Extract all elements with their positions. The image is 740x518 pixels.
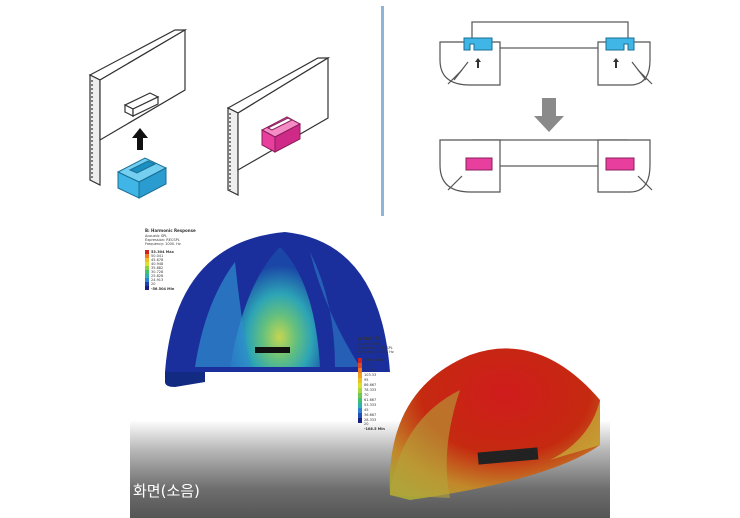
svg-text:-108.5 Min: -108.5 Min — [364, 427, 385, 431]
svg-text:53.333: 53.333 — [364, 403, 376, 407]
panel-with-slot — [88, 28, 188, 186]
svg-text:Expression: RECSPL: Expression: RECSPL — [145, 238, 180, 242]
svg-text:35.882: 35.882 — [151, 266, 163, 270]
svg-text:40.948: 40.948 — [151, 262, 163, 266]
svg-text:45: 45 — [364, 408, 368, 412]
panel-with-clip — [226, 56, 331, 196]
cyan-clip-icon — [116, 157, 168, 199]
svg-text:20: 20 — [151, 282, 155, 286]
caption-text: 화면(소음) — [133, 482, 200, 500]
svg-text:24.913: 24.913 — [151, 278, 163, 282]
svg-text:53.304 Max: 53.304 Max — [151, 250, 175, 254]
up-arrow-icon — [132, 128, 148, 150]
svg-text:20: 20 — [364, 422, 368, 426]
cross-section-diagram — [439, 21, 653, 193]
svg-text:45.678: 45.678 — [151, 258, 163, 262]
svg-text:28.333: 28.333 — [364, 418, 376, 422]
small-down-arrow-icon — [475, 58, 619, 68]
svg-text:Frequency: 1000. Hz: Frequency: 1000. Hz — [358, 350, 394, 354]
svg-text:103.33: 103.33 — [364, 373, 376, 377]
svg-text:111.67: 111.67 — [364, 368, 376, 372]
svg-text:Acoustic SPL: Acoustic SPL — [358, 342, 380, 346]
speaker-array-b — [477, 447, 539, 465]
svg-text:120: 120 — [364, 363, 371, 367]
svg-text:30.728: 30.728 — [151, 270, 163, 274]
legend-b: A: Ref. 75 Acoustic SPL Expression: RECS… — [358, 336, 394, 431]
svg-text:86.667: 86.667 — [364, 383, 376, 387]
acoustic-simulation-b: A: Ref. 75 Acoustic SPL Expression: RECS… — [358, 336, 600, 500]
magenta-clip-icon — [260, 116, 302, 153]
svg-text:50.041: 50.041 — [151, 254, 163, 258]
cyan-clip-section-right — [605, 37, 635, 51]
speaker-array-a — [255, 347, 290, 353]
svg-text:36.667: 36.667 — [364, 413, 376, 417]
acoustic-simulation-a: B: Harmonic Response Acoustic SPL Expres… — [145, 228, 390, 387]
svg-text:Frequency: 1000. Hz: Frequency: 1000. Hz — [145, 242, 181, 246]
hemisphere-a-hotspot — [230, 247, 320, 367]
svg-text:Acoustic SPL: Acoustic SPL — [145, 234, 167, 238]
cyan-clip-section-left — [463, 37, 493, 51]
svg-text:78.333: 78.333 — [364, 388, 376, 392]
magenta-clip-section-right — [605, 157, 635, 171]
svg-text:-56.504 Min: -56.504 Min — [151, 287, 175, 291]
svg-text:61.667: 61.667 — [364, 398, 376, 402]
svg-text:B: Harmonic Response: B: Harmonic Response — [145, 228, 196, 233]
svg-text:95: 95 — [364, 378, 368, 382]
down-arrow-icon — [534, 98, 564, 132]
magenta-clip-section-left — [465, 157, 493, 171]
clip-assembly-illustration — [88, 28, 331, 199]
svg-text:105.1 Max: 105.1 Max — [364, 358, 385, 362]
legend-a: B: Harmonic Response Acoustic SPL Expres… — [145, 228, 196, 291]
svg-text:25.826: 25.826 — [151, 274, 163, 278]
svg-text:A: Ref. 75: A: Ref. 75 — [358, 336, 380, 341]
section-divider — [381, 6, 384, 216]
svg-text:70: 70 — [364, 393, 368, 397]
svg-text:Expression: RECSPL: Expression: RECSPL — [358, 346, 393, 350]
cross-section-before — [439, 21, 653, 86]
